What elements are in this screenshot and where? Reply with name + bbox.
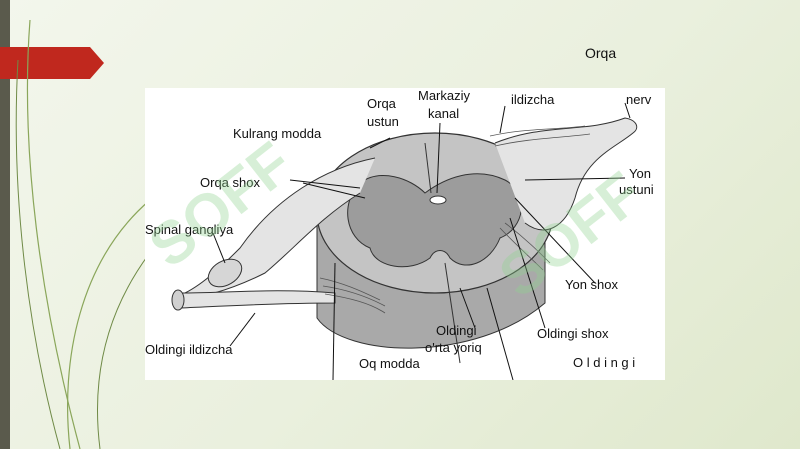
- spinal-cord-illustration: Orqa ustun Markaziy kanal ildizcha nerv …: [145, 88, 654, 380]
- anterior-fissure: [444, 262, 461, 364]
- label-oldingi-orta-1: Oldingi: [436, 323, 477, 338]
- right-nerve: [494, 117, 638, 231]
- grey-matter: [347, 173, 522, 268]
- label-kulrang-modda: Kulrang modda: [233, 126, 322, 141]
- nerve-end: [171, 289, 185, 311]
- rootlet-fibers: [319, 125, 591, 314]
- label-markaziy-1: Markaziy: [418, 88, 471, 103]
- label-ildizcha: ildizcha: [511, 92, 555, 107]
- label-spinal-gangliya: Spinal gangliya: [145, 222, 234, 237]
- label-oldingi-shox: Oldingi shox: [537, 326, 609, 341]
- label-oldingi-ildizcha: Oldingi ildizcha: [145, 342, 233, 357]
- left-ventral-root: [179, 290, 336, 309]
- label-oldingi-orta-2: o'rta yoriq: [425, 340, 482, 355]
- label-orqa-ustun-2: ustun: [367, 114, 399, 129]
- slide-arrow-tab: [0, 47, 104, 79]
- label-oq-modda: Oq modda: [359, 356, 420, 371]
- label-orqa-shox: Orqa shox: [200, 175, 260, 190]
- spinal-ganglion: [207, 258, 243, 288]
- spinal-cord-diagram: Orqa ustun Markaziy kanal ildizcha nerv …: [145, 88, 665, 380]
- slide-side-bar: [0, 0, 10, 449]
- label-oldingi: O l d i n g i: [573, 355, 635, 370]
- posterior-fissure: [424, 142, 432, 194]
- label-nerv: nerv: [626, 92, 652, 107]
- corner-label-orqa: Orqa: [585, 45, 617, 61]
- label-yon-ustuni-2: ustuni: [619, 182, 654, 197]
- label-orqa-ustun-1: Orqa: [367, 96, 397, 111]
- label-yon-ustuni-1: Yon: [629, 166, 651, 181]
- leader-lines: [212, 102, 631, 380]
- label-yon-shox: Yon shox: [565, 277, 619, 292]
- central-canal: [429, 195, 447, 205]
- label-markaziy-2: kanal: [428, 106, 459, 121]
